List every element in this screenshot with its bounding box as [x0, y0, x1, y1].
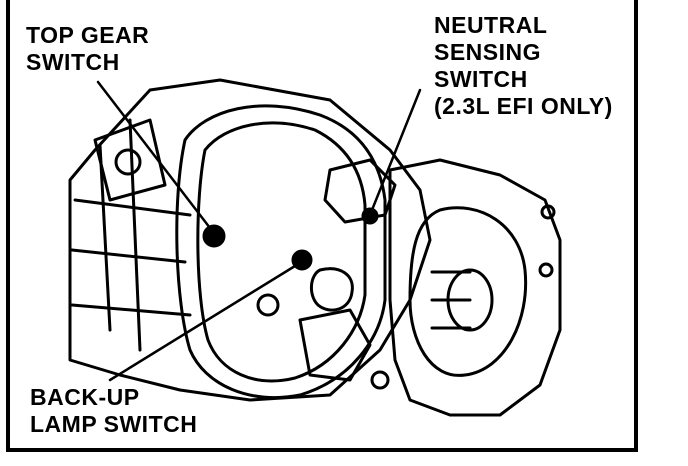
case-rib-4	[98, 143, 112, 332]
bell-bolt-3	[370, 370, 390, 390]
label-neutral-sensing-switch: NEUTRAL SENSING SWITCH (2.3L EFI ONLY)	[434, 12, 613, 120]
bell-opening	[408, 206, 528, 377]
case-rib-3	[70, 303, 192, 317]
backup-lamp-switch	[291, 249, 313, 271]
label-backup-line-1: BACK-UP	[30, 384, 140, 410]
neutral-switch	[361, 207, 379, 225]
label-neutral-line-4: (2.3L EFI ONLY)	[434, 93, 613, 119]
lower-bolt	[256, 293, 280, 317]
label-top-gear-line-1: TOP GEAR	[26, 22, 150, 48]
bell-bolt-2	[538, 262, 554, 278]
label-neutral-line-2: SENSING	[434, 39, 542, 65]
lower-boss	[298, 308, 372, 382]
top-gear-switch	[202, 224, 226, 248]
case-flange	[175, 104, 387, 400]
label-backup-line-2: LAMP SWITCH	[30, 411, 198, 437]
label-neutral-line-1: NEUTRAL	[434, 12, 548, 38]
shaft-splines	[430, 270, 472, 330]
bell-bolt-1	[540, 204, 556, 220]
leader-neutral	[370, 88, 422, 212]
transmission-case	[68, 78, 432, 402]
label-backup-lamp-switch: BACK-UP LAMP SWITCH	[30, 384, 197, 438]
leader-top-gear	[96, 80, 212, 230]
bell-housing	[388, 158, 562, 417]
case-flange-inner	[196, 121, 367, 383]
label-top-gear-line-2: SWITCH	[26, 49, 120, 75]
diagram-frame	[6, 0, 638, 452]
center-boss	[310, 267, 354, 312]
label-top-gear-switch: TOP GEAR SWITCH	[26, 22, 149, 76]
label-neutral-line-3: SWITCH	[434, 66, 528, 92]
mount-hole	[114, 148, 142, 176]
case-rib-2	[70, 248, 187, 264]
leader-backup	[108, 264, 297, 382]
switch-housing	[323, 158, 397, 224]
case-rib-5	[128, 118, 142, 352]
